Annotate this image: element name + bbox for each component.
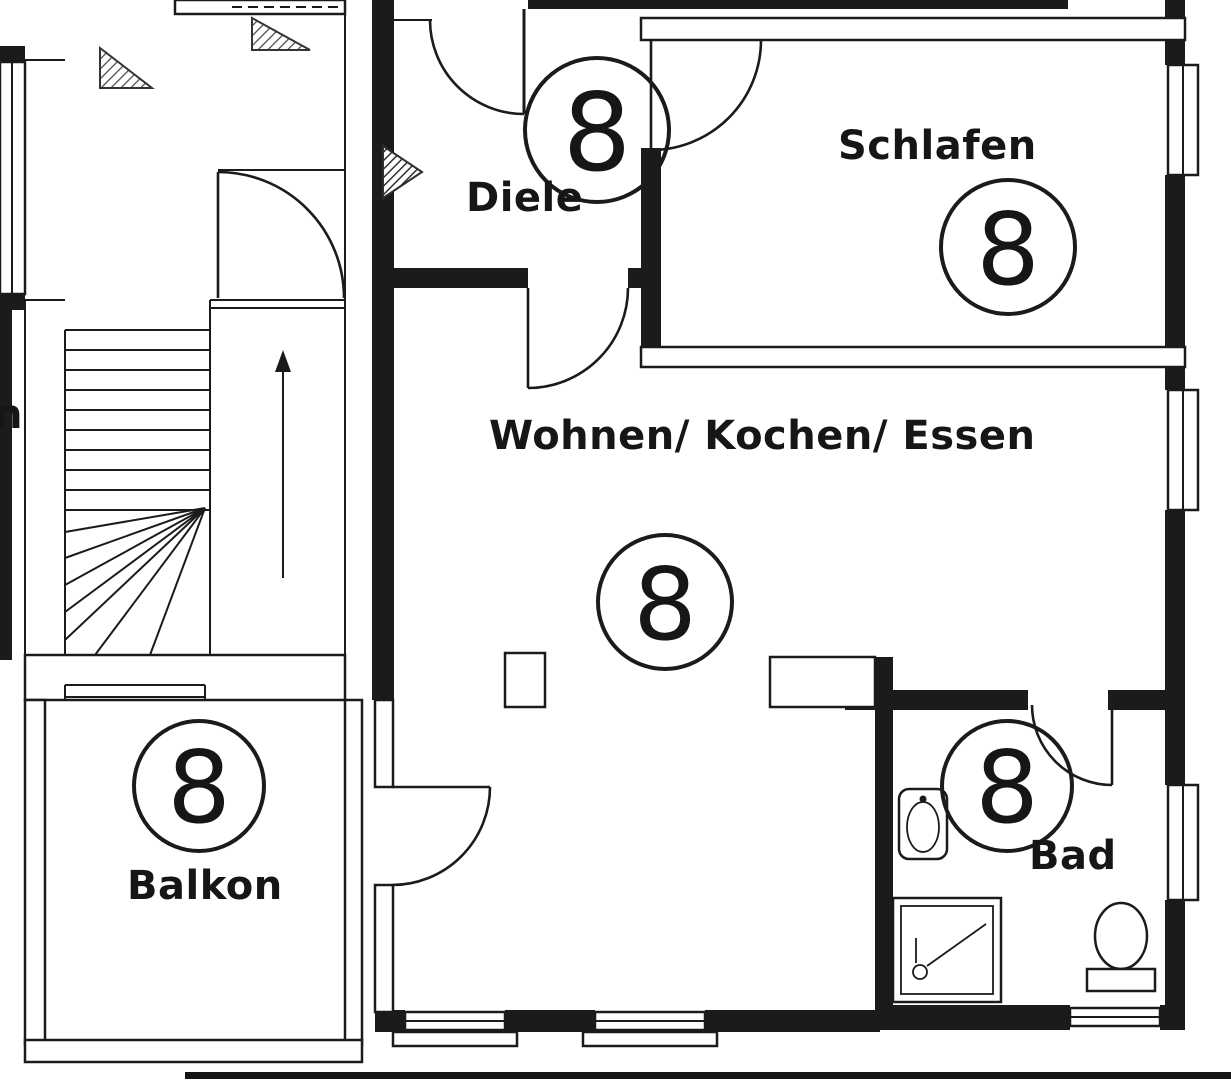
- room-label-wohnen-kochen-essen: Wohnen/ Kochen/ Essen: [489, 413, 1035, 459]
- wall: [875, 657, 893, 1010]
- stairs: [64, 299, 345, 656]
- doors: [216, 19, 1114, 887]
- room-label-schlafen: Schlafen: [838, 123, 1037, 169]
- room-label-bad: Bad: [1029, 833, 1117, 879]
- unit-number: 8: [563, 71, 632, 196]
- unit-badge-diele: 8: [523, 56, 671, 204]
- wall: [375, 1010, 405, 1032]
- door: [216, 169, 346, 299]
- door-arc: [1030, 704, 1113, 787]
- unit-badge-balkon: 8: [132, 719, 266, 853]
- wall: [768, 655, 877, 709]
- door-arc: [391, 786, 492, 887]
- wall: [505, 1010, 595, 1032]
- shower-icon: [891, 896, 1003, 1004]
- wall: [1165, 175, 1185, 390]
- door-arc: [217, 170, 346, 299]
- wall: [1165, 900, 1185, 1010]
- window: [0, 60, 27, 296]
- door-arc: [527, 287, 630, 390]
- door: [526, 287, 630, 390]
- wall: [893, 690, 1028, 710]
- door-arc: [428, 19, 525, 116]
- door: [1030, 704, 1114, 787]
- wall: [23, 698, 47, 1047]
- section-markers: [99, 16, 424, 200]
- window: [1068, 1006, 1162, 1028]
- room-labels: Diele Schlafen Wohnen/ Kochen/ Essen Bal…: [0, 123, 1117, 909]
- unit-badges: 8 8 8 8 8: [132, 56, 1077, 853]
- door: [391, 785, 492, 887]
- wall: [373, 698, 395, 789]
- door-arc: [650, 39, 763, 152]
- walls-outline: [23, 0, 1187, 1064]
- section-marker-icon: [99, 45, 155, 89]
- unit-number: 8: [633, 546, 697, 663]
- toilet-icon: [1085, 901, 1157, 993]
- window: [1166, 783, 1200, 902]
- wall: [528, 0, 1068, 9]
- wall: [880, 1005, 1070, 1030]
- unit-badge-bad: 8: [940, 719, 1074, 853]
- unit-badge-schlafen: 8: [939, 178, 1077, 316]
- door: [649, 39, 763, 152]
- wall: [0, 294, 12, 660]
- wall: [372, 0, 394, 700]
- wall: [343, 698, 364, 1047]
- window: [64, 684, 206, 700]
- wall: [0, 46, 25, 62]
- unit-number: 8: [975, 729, 1039, 846]
- wall: [1108, 690, 1175, 710]
- unit-badge-wohnen: 8: [596, 533, 734, 671]
- room-label-diele: Diele: [466, 175, 583, 221]
- unit-number: 8: [976, 191, 1040, 308]
- window: [1166, 63, 1200, 177]
- wall: [639, 16, 1187, 42]
- window: [1166, 388, 1200, 512]
- stair-edge: [64, 300, 211, 655]
- wall: [1165, 510, 1185, 785]
- unit-number: 8: [167, 729, 231, 846]
- wall: [23, 1038, 364, 1064]
- wall: [173, 0, 347, 16]
- stair-treads: [65, 329, 210, 511]
- section-marker-icon: [382, 144, 424, 200]
- wall: [394, 268, 528, 288]
- stair-winders: [64, 507, 206, 656]
- wall: [628, 268, 661, 288]
- wall: [23, 653, 347, 702]
- wall: [705, 1010, 880, 1032]
- wall: [373, 883, 395, 1014]
- scan-artifact: [185, 1072, 1231, 1079]
- window: [581, 1010, 719, 1048]
- bath-fixtures: [891, 787, 1157, 1004]
- wall: [641, 148, 661, 355]
- windows: [0, 60, 1200, 1048]
- column: [503, 651, 547, 709]
- wall: [639, 345, 1187, 369]
- sink-icon: [897, 787, 949, 861]
- room-label-balkon: Balkon: [127, 863, 283, 909]
- stair-direction-arrow-icon: [275, 350, 291, 578]
- stair-landing-edge: [210, 299, 345, 309]
- window: [391, 1010, 519, 1048]
- wall-line: [24, 59, 65, 655]
- room-label-fragment-neighbor: n: [0, 392, 23, 438]
- section-marker-icon: [251, 16, 311, 51]
